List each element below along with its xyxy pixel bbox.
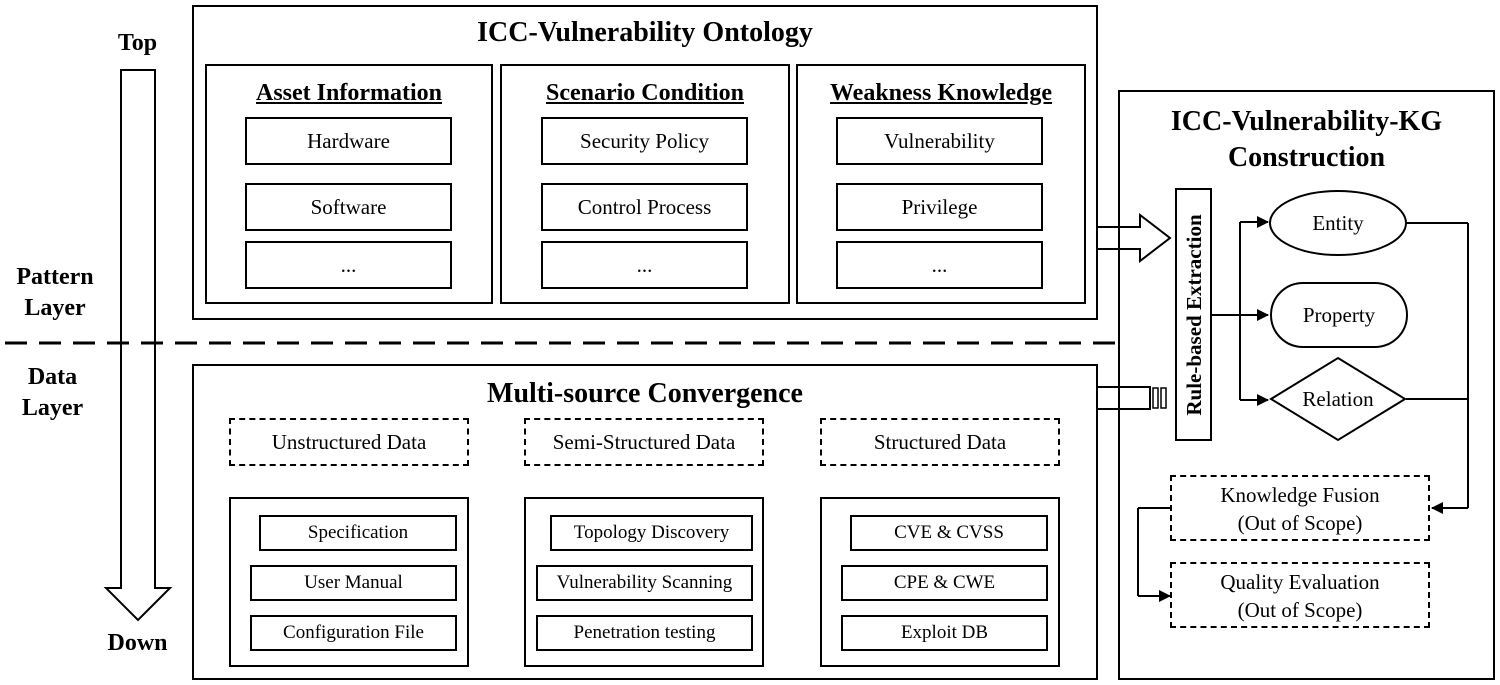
ontology-item: Security Policy bbox=[541, 117, 748, 165]
quality-evaluation-box: Quality Evaluation (Out of Scope) bbox=[1170, 562, 1430, 628]
top-label: Top bbox=[117, 30, 158, 56]
knowledge-fusion-box: Knowledge Fusion (Out of Scope) bbox=[1170, 475, 1430, 541]
kg-construction-panel: ICC-Vulnerability-KG Construction bbox=[1118, 90, 1495, 680]
data-source-item: Penetration testing bbox=[536, 615, 753, 651]
data-source-item: CPE & CWE bbox=[841, 565, 1048, 601]
top-down-arrow bbox=[103, 69, 173, 622]
kg-title: ICC-Vulnerability-KG Construction bbox=[1120, 104, 1493, 176]
rule-based-extraction: Rule-based Extraction bbox=[1175, 188, 1212, 441]
down-label: Down bbox=[107, 630, 168, 656]
pattern-layer-label: Pattern Layer bbox=[16, 264, 94, 321]
ontology-item: Control Process bbox=[541, 183, 748, 231]
fusion-line1: Knowledge Fusion bbox=[1220, 483, 1380, 507]
data-source-item: Topology Discovery bbox=[550, 515, 753, 551]
relation-label: Relation bbox=[1302, 386, 1374, 411]
quality-line1: Quality Evaluation bbox=[1220, 570, 1380, 594]
kg-title-line2: Construction bbox=[1227, 142, 1386, 173]
kg-title-line1: ICC-Vulnerability-KG bbox=[1170, 106, 1443, 137]
ontology-title: ICC-Vulnerability Ontology bbox=[477, 17, 813, 48]
property-shape bbox=[1270, 282, 1408, 348]
ontology-item: ... bbox=[836, 241, 1043, 289]
ontology-item: Vulnerability bbox=[836, 117, 1043, 165]
data-source-item: Configuration File bbox=[250, 615, 457, 651]
extraction-label: Rule-based Extraction bbox=[1181, 213, 1205, 416]
data-layer-label: Data Layer bbox=[21, 364, 84, 421]
fusion-line2: (Out of Scope) bbox=[1237, 511, 1363, 535]
ontology-item: Privilege bbox=[836, 183, 1043, 231]
data-source-item: Vulnerability Scanning bbox=[536, 565, 753, 601]
data-source-item: User Manual bbox=[250, 565, 457, 601]
relation-diamond bbox=[1269, 356, 1407, 442]
data-source-item: CVE & CVSS bbox=[850, 515, 1048, 551]
column-heading: Asset Information bbox=[256, 79, 442, 106]
semi-structured-data-label: Semi-Structured Data bbox=[524, 418, 764, 466]
ontology-item: ... bbox=[541, 241, 748, 289]
unstructured-data-label: Unstructured Data bbox=[229, 418, 469, 466]
ontology-item: Hardware bbox=[245, 117, 452, 165]
column-heading: Scenario Condition bbox=[545, 79, 745, 106]
entity-label: Entity bbox=[1312, 210, 1364, 235]
property-label: Property bbox=[1302, 302, 1376, 327]
data-source-item: Exploit DB bbox=[841, 615, 1048, 651]
structured-data-label: Structured Data bbox=[820, 418, 1060, 466]
data-source-item: Specification bbox=[259, 515, 457, 551]
convergence-title: Multi-source Convergence bbox=[487, 378, 803, 409]
ontology-item: ... bbox=[245, 241, 452, 289]
ontology-item: Software bbox=[245, 183, 452, 231]
column-heading: Weakness Knowledge bbox=[829, 79, 1053, 106]
quality-line2: (Out of Scope) bbox=[1237, 598, 1363, 622]
